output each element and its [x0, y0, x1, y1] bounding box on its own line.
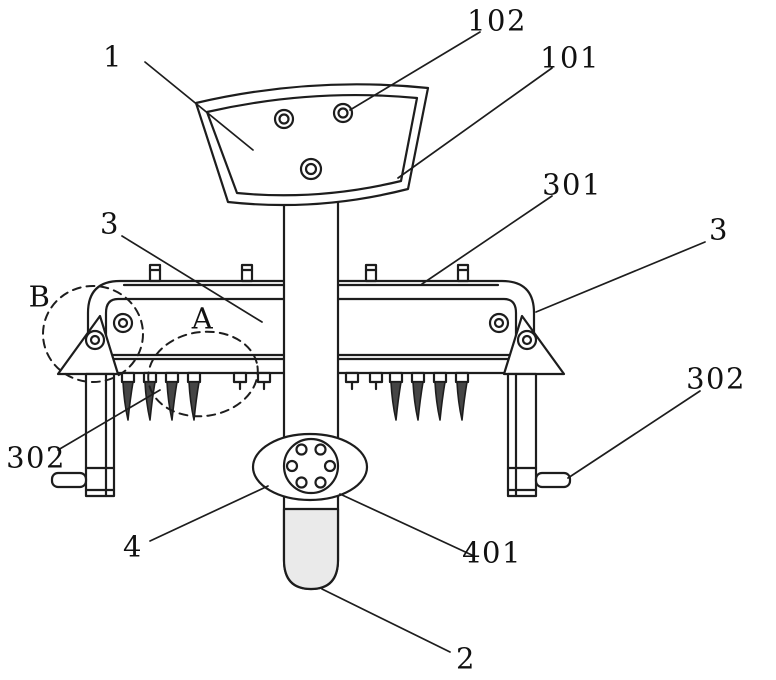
left-peg-1: [148, 263, 162, 283]
left-pivot-bolt: [112, 312, 134, 334]
right-clamp-pin: [534, 471, 572, 489]
detail-circle-b: [42, 285, 144, 383]
ref-label-401: 401: [462, 535, 522, 570]
right-pivot-bolt: [488, 312, 510, 334]
ref-label-3-left: 3: [100, 206, 120, 241]
top-plate: [194, 83, 430, 207]
left-leg: [84, 372, 116, 498]
leader-3-left: [121, 235, 263, 323]
left-clamp-pin: [50, 471, 88, 489]
left-arm: [50, 263, 285, 498]
right-top-bar-inner: [337, 297, 518, 376]
ref-label-101: 101: [540, 40, 600, 75]
right-arm: [337, 263, 572, 498]
ref-label-302-left: 302: [6, 440, 66, 475]
ref-label-102: 102: [467, 3, 527, 38]
ref-label-4: 4: [123, 529, 143, 564]
leader-301: [421, 195, 553, 285]
leader-3-right: [535, 241, 706, 313]
ref-label-301: 301: [542, 167, 602, 202]
left-gusset-bolt: [84, 329, 106, 351]
detail-ellipse-a: [147, 330, 259, 418]
right-peg-1: [364, 263, 378, 283]
detail-markers: [42, 285, 259, 418]
detail-label-a: A: [191, 301, 215, 336]
leader-401: [339, 493, 475, 557]
flange: [251, 432, 369, 502]
ref-label-2: 2: [456, 641, 476, 676]
leader-302-right: [567, 390, 701, 479]
plate-bolt-left: [273, 108, 295, 130]
right-peg-2: [456, 263, 470, 283]
right-top-bar-outer: [337, 279, 536, 376]
ref-label-3-right: 3: [709, 212, 729, 247]
left-top-bar-inner: [104, 297, 285, 376]
detail-label-b: B: [28, 279, 52, 314]
leader-102: [349, 31, 481, 111]
leader-lines: [57, 31, 706, 653]
right-tines: [390, 381, 468, 421]
plate-bolt-right: [332, 102, 354, 124]
leader-101: [397, 67, 553, 179]
ref-label-1: 1: [103, 39, 123, 74]
leader-2: [321, 588, 451, 653]
ref-label-302-right: 302: [686, 361, 746, 396]
leader-4: [149, 485, 269, 542]
leader-1: [144, 61, 254, 151]
leader-302-left: [57, 389, 161, 451]
right-gusset-bolt: [516, 329, 538, 351]
left-peg-2: [240, 263, 254, 283]
plate-bolt-bottom: [299, 157, 323, 181]
central-shaft: [282, 184, 340, 591]
left-top-bar-outer: [86, 279, 285, 376]
left-tines: [122, 381, 200, 421]
right-leg: [506, 372, 538, 498]
